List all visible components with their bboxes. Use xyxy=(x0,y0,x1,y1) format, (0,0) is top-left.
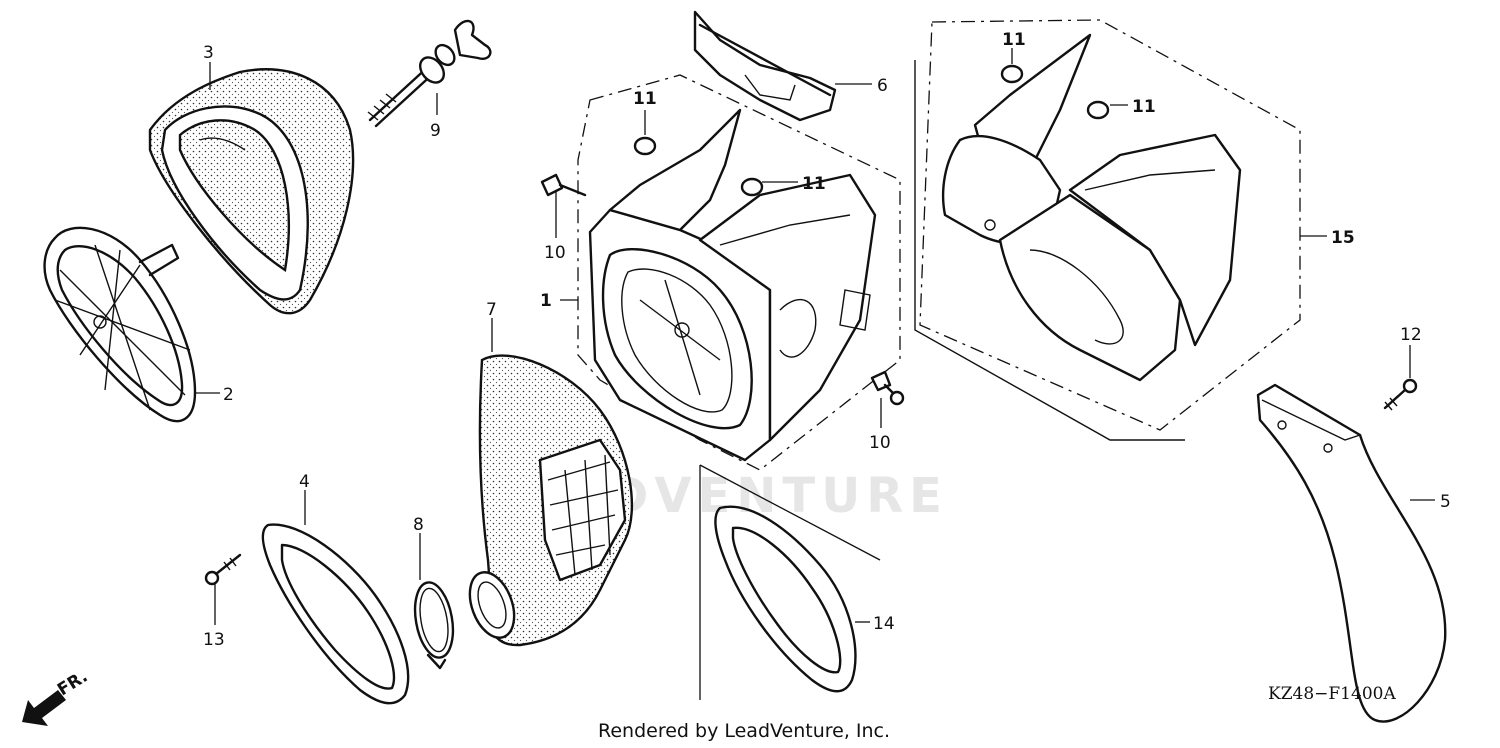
tapping-screw-13[interactable] xyxy=(204,553,242,586)
front-direction-indicator: FR. xyxy=(22,667,91,726)
callout-7: 7 xyxy=(486,300,497,320)
callout-2: 2 xyxy=(223,385,234,405)
flange-bolt-10b[interactable] xyxy=(870,370,905,406)
leader-lines xyxy=(195,48,1435,700)
callout-6: 6 xyxy=(877,76,888,96)
gasket-14[interactable] xyxy=(714,505,857,693)
callout-15: 15 xyxy=(1331,228,1355,248)
callout-5: 5 xyxy=(1440,492,1451,512)
connecting-tube-7[interactable] xyxy=(462,354,634,647)
filter-cage-2[interactable] xyxy=(43,226,197,423)
callout-8: 8 xyxy=(413,515,424,535)
callout-9: 9 xyxy=(430,121,441,141)
grommet-11b[interactable] xyxy=(740,177,764,197)
callout-13: 13 xyxy=(203,630,225,650)
air-cleaner-case-assy-15[interactable] xyxy=(914,19,1301,441)
callout-11c: 11 xyxy=(1002,30,1026,50)
render-credit: Rendered by LeadVenture, Inc. xyxy=(598,720,890,742)
wing-bolt-9[interactable] xyxy=(367,19,492,128)
callout-12: 12 xyxy=(1400,325,1422,345)
grommet-11d[interactable] xyxy=(1086,100,1110,120)
callout-11d: 11 xyxy=(1132,97,1156,117)
tapping-screw-12[interactable] xyxy=(1383,378,1418,411)
callout-11b: 11 xyxy=(802,174,826,194)
band-8[interactable] xyxy=(410,579,459,670)
case-cover-6[interactable] xyxy=(693,10,837,122)
air-filter-element-3[interactable] xyxy=(148,68,355,315)
callout-10b: 10 xyxy=(869,433,891,453)
diagram-code: KZ48−F1400A xyxy=(1268,684,1396,704)
mud-guard-5[interactable] xyxy=(1256,383,1447,723)
callout-3: 3 xyxy=(203,43,214,63)
air-cleaner-case-1[interactable] xyxy=(577,74,901,471)
callout-11a: 11 xyxy=(633,89,657,109)
callout-4: 4 xyxy=(299,472,310,492)
callout-1: 1 xyxy=(540,291,552,311)
grommet-11a[interactable] xyxy=(633,136,657,156)
front-arrow-icon xyxy=(22,690,66,726)
gasket-4[interactable] xyxy=(261,523,410,705)
callout-14: 14 xyxy=(873,614,895,634)
flange-bolt-10a[interactable] xyxy=(540,173,587,197)
callout-10a: 10 xyxy=(544,243,566,263)
grommet-11c[interactable] xyxy=(1000,64,1024,84)
